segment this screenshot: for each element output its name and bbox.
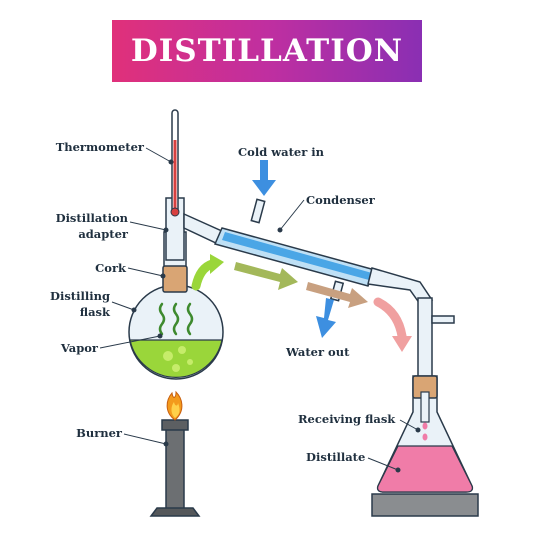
burner-label: Burner [76,426,122,440]
distillation-adapter-label-line-2: adapter [78,227,128,241]
vapor-icon [158,302,194,336]
receiving-flask [376,375,474,493]
flame-icon [166,390,183,421]
distillation-adapter-label-line-1: Distillation [55,211,128,225]
hot-plate [371,493,479,517]
cork [162,265,188,293]
water-out-arrow-icon [316,298,336,338]
condenser [213,198,455,379]
cold-water-in-label: Cold water in [238,145,325,159]
distillate-flow-arrow-icon [373,297,412,352]
vapor-flow-arrow-3-icon [306,282,368,308]
distillate-label: Distillate [306,450,366,464]
vapor-flow-arrow-1-icon [191,254,224,291]
thermometer-label: Thermometer [55,140,144,154]
condenser-label: Condenser [306,193,375,207]
receiving-flask-label: Receiving flask [298,412,396,426]
title-banner: DISTILLATION [112,20,422,82]
vapor-label: Vapor [60,341,98,355]
distilling-flask-label-line-1: Distilling [49,289,110,303]
cold-water-in-arrow-icon [252,160,276,196]
vapor-flow-arrow-2-icon [234,262,298,290]
water-out-label: Water out [286,345,350,359]
leader-lines [99,147,421,473]
page-title: DISTILLATION [130,33,404,69]
distilling-flask-label-line-2: flask [79,305,110,319]
cork-label: Cork [95,261,126,275]
burner [149,419,201,517]
